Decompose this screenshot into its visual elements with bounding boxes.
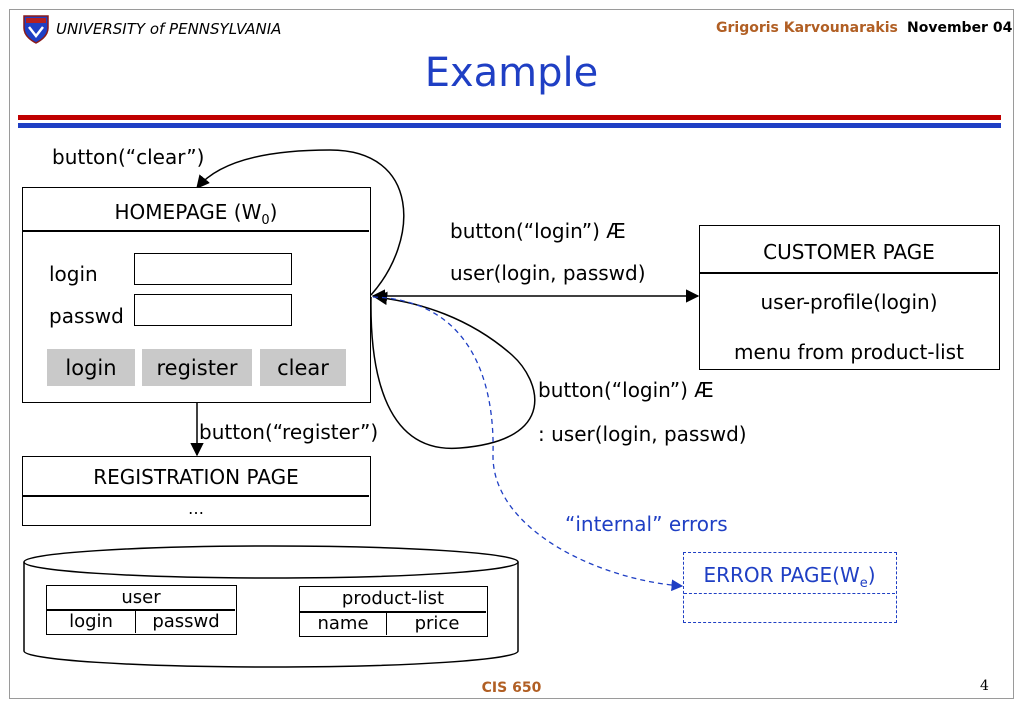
author-name: Grigoris Karvounarakis <box>716 20 898 36</box>
product-table-divider <box>300 611 486 613</box>
customer-page-line2: menu from product-list <box>734 340 964 364</box>
internal-error-edge <box>372 296 684 592</box>
clear-edge <box>196 149 405 296</box>
user-table-divider <box>47 609 235 611</box>
homepage-divider <box>23 230 369 232</box>
page-number: 4 <box>980 678 989 694</box>
user-table: user login passwd <box>46 585 237 635</box>
product-list-table: product-list name price <box>299 586 488 637</box>
penn-shield-icon <box>23 15 49 44</box>
slide-frame <box>9 9 1014 699</box>
product-table-col-name: name <box>300 612 387 635</box>
homepage-box: HOMEPAGE (W0) login passwd login registe… <box>22 187 371 403</box>
error-page-box: ERROR PAGE(We) <box>683 552 897 623</box>
registration-page-title: REGISTRATION PAGE <box>93 465 299 489</box>
header-rule-blue <box>18 123 1001 128</box>
login-success-label-2: user(login, passwd) <box>450 261 646 285</box>
registration-page-box: REGISTRATION PAGE … <box>22 456 371 526</box>
login-failure-label-2: : user(login, passwd) <box>538 422 747 446</box>
user-table-name: user <box>121 586 161 608</box>
homepage-title: HOMEPAGE (W0) <box>114 200 278 228</box>
login-failure-edge <box>370 291 536 449</box>
error-page-divider <box>684 593 895 594</box>
error-page-title: ERROR PAGE(We) <box>703 563 876 591</box>
login-success-label-1: button(“login”) Æ <box>450 219 626 243</box>
login-input[interactable] <box>134 253 292 285</box>
user-table-col-login: login <box>47 610 136 633</box>
registration-page-body: … <box>188 499 204 518</box>
register-edge-label: button(“register”) <box>199 420 379 444</box>
passwd-label: passwd <box>49 304 124 328</box>
university-name: UNIVERSITY of PENNSYLVANIA <box>56 20 282 38</box>
header-rule-red <box>18 115 1001 120</box>
customer-page-title: CUSTOMER PAGE <box>763 240 935 264</box>
login-label: login <box>49 262 98 286</box>
login-button[interactable]: login <box>47 349 135 386</box>
customer-page-divider <box>700 272 998 274</box>
product-table-name: product-list <box>341 588 445 609</box>
user-table-col-passwd: passwd <box>152 610 220 632</box>
customer-page-box: CUSTOMER PAGE user-profile(login) menu f… <box>699 225 1000 370</box>
login-failure-label-1: button(“login”) Æ <box>538 378 714 402</box>
registration-page-divider <box>23 495 369 497</box>
clear-edge-label: button(“clear”) <box>52 145 205 169</box>
internal-errors-label: “internal” errors <box>565 512 728 536</box>
customer-page-line1: user-profile(login) <box>760 290 938 314</box>
course-footer: CIS 650 <box>481 680 542 696</box>
slide-date: November 04 <box>907 20 1013 36</box>
product-table-col-price: price <box>414 612 460 634</box>
register-button[interactable]: register <box>142 349 252 386</box>
clear-button[interactable]: clear <box>260 349 346 386</box>
slide-title: Example <box>424 50 599 96</box>
passwd-input[interactable] <box>134 294 292 326</box>
